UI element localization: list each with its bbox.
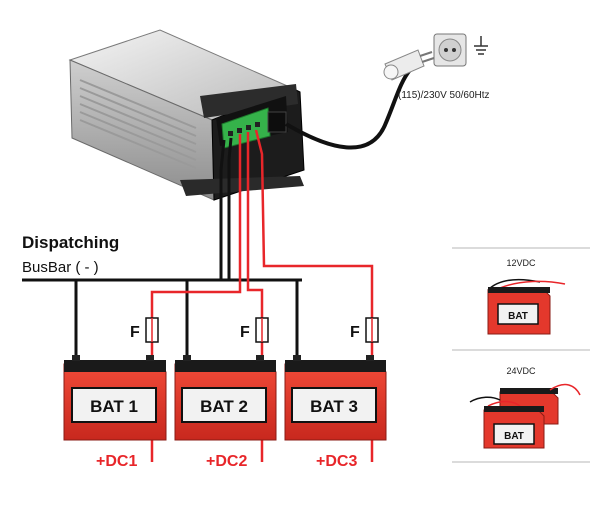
battery-label: BAT (508, 311, 528, 322)
inset-12vdc: 12VDC BAT (452, 247, 590, 351)
fuse-label: F (240, 324, 250, 341)
output-label: +DC1 (96, 453, 137, 470)
battery-charger-icon (68, 29, 305, 201)
bus-title: Dispatching (22, 233, 119, 252)
mains-connector (267, 111, 287, 133)
fuse-label: F (130, 324, 140, 341)
fuse-icon: F (240, 317, 269, 343)
battery-label: BAT 3 (310, 397, 358, 416)
fuse-label: F (350, 324, 360, 341)
inset-title: 12VDC (506, 258, 536, 268)
ground-symbol-icon (474, 36, 488, 55)
mains-cable (284, 68, 412, 150)
output-label: +DC2 (206, 453, 247, 470)
battery-label: BAT 2 (200, 397, 248, 416)
inset-title: 24VDC (506, 366, 536, 376)
battery-label: BAT (504, 431, 524, 442)
inset-24vdc: 24VDC BAT (452, 366, 590, 463)
mains-voltage-label: (115)/230V 50/60Htz (398, 90, 490, 101)
power-plug-icon (383, 49, 435, 81)
battery-label: BAT 1 (90, 397, 138, 416)
battery-icon: BAT 1 (63, 355, 167, 441)
battery-icon: BAT 2 (174, 355, 277, 441)
fuse-icon: F (130, 317, 159, 343)
fuse-icon: F (350, 317, 379, 343)
negative-wiring (22, 137, 302, 364)
bus-subtitle: BusBar ( - ) (22, 259, 99, 276)
output-label: +DC3 (316, 453, 357, 470)
wall-socket-icon (433, 33, 467, 67)
battery-icon: BAT 3 (284, 355, 387, 441)
